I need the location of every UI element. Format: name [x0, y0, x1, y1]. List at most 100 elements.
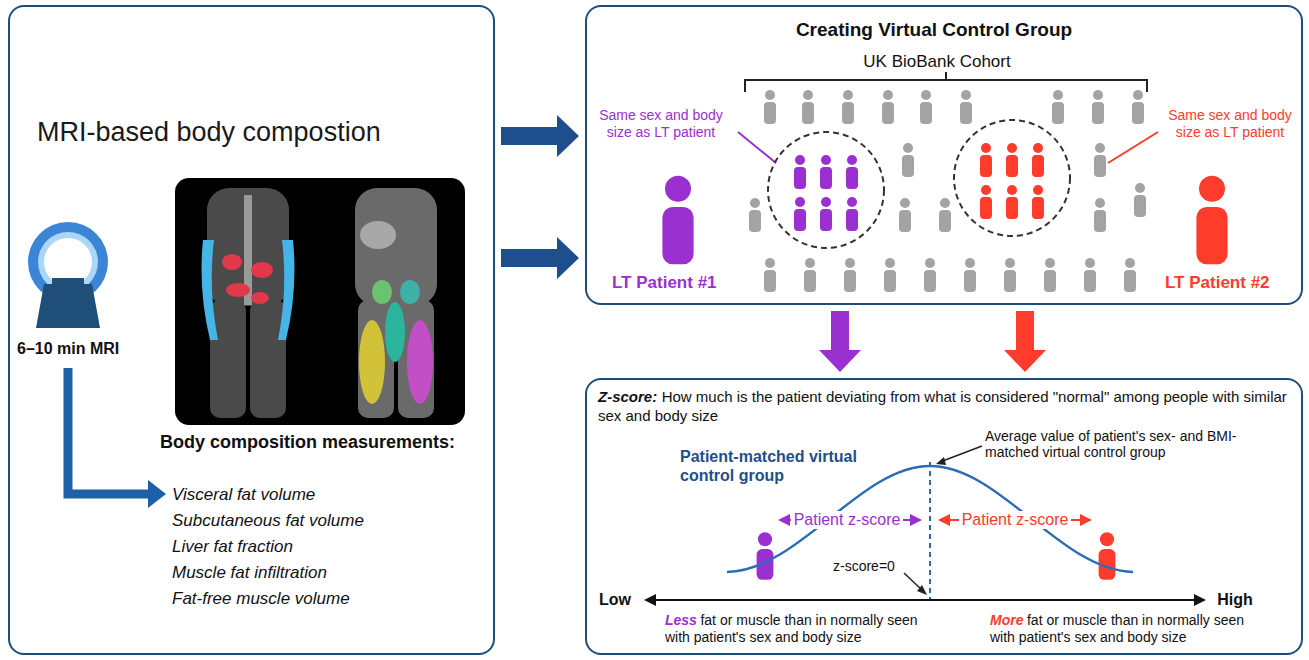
label-text: Fat-free muscle volume — [172, 589, 472, 609]
block-arrow — [819, 311, 861, 372]
person-icon — [1124, 258, 1136, 292]
person-head — [1133, 90, 1143, 100]
body-leg — [210, 300, 246, 418]
person-head — [1095, 198, 1105, 208]
person-icon — [794, 155, 806, 189]
person-icon — [1134, 183, 1146, 217]
visceral-fat — [251, 262, 273, 278]
person-icon — [1044, 258, 1056, 292]
person-icon — [882, 90, 894, 124]
person-icon — [1092, 90, 1104, 124]
person-head — [1100, 532, 1114, 546]
person-head — [843, 90, 853, 100]
text-span: fat or muscle than in normally seen with… — [990, 612, 1244, 645]
person-head — [795, 155, 805, 165]
person-icon — [846, 197, 858, 231]
person-body — [960, 102, 972, 124]
person-icon — [1099, 532, 1116, 580]
person-head — [758, 532, 772, 546]
person-body — [1196, 207, 1227, 264]
arrow-head — [148, 480, 166, 508]
label-text: Creating Virtual Control Group — [796, 19, 1072, 41]
person-head — [821, 155, 831, 165]
person-body — [1004, 270, 1016, 292]
scanner-table — [52, 278, 84, 286]
label-text: Liver fat fraction — [172, 537, 472, 557]
person-head — [965, 258, 975, 268]
text-span: More — [990, 612, 1023, 628]
label-text: Same sex and body size as LT patient — [1163, 107, 1297, 141]
person-body — [749, 210, 761, 232]
person-body — [1032, 197, 1044, 219]
person-head — [665, 176, 691, 202]
muscle-segment — [385, 302, 405, 362]
mri-image — [175, 178, 465, 425]
person-body — [764, 102, 776, 124]
person-icon — [844, 258, 856, 292]
muscle-segment — [407, 320, 433, 404]
person-icon — [842, 90, 854, 124]
text-span: Less — [665, 612, 697, 628]
liver — [360, 221, 396, 249]
person-body — [1052, 102, 1064, 124]
block-arrow — [1004, 311, 1046, 372]
person-icon — [1006, 185, 1018, 219]
text-block: Z-score:How much is the patient deviatin… — [598, 388, 1293, 426]
text-block: Lessfat or muscle than in normally seen … — [665, 612, 930, 646]
person-body — [802, 102, 814, 124]
person-body — [820, 167, 832, 189]
person-icon — [964, 258, 976, 292]
label-text: High — [1217, 591, 1253, 609]
panel: Z-score:How much is the patient deviatin… — [585, 378, 1303, 655]
person-icon — [920, 90, 932, 124]
arrow-head — [936, 457, 946, 465]
arrow-head — [1194, 594, 1206, 606]
person-body — [1006, 197, 1018, 219]
subcutaneous-fat — [278, 240, 294, 340]
group-circle — [768, 132, 884, 248]
text-block: Morefat or muscle than in normally seen … — [990, 612, 1265, 646]
person-head — [765, 258, 775, 268]
person-icon — [757, 532, 774, 580]
arrow-head — [938, 514, 950, 526]
person-head — [1045, 258, 1055, 268]
arrow-head — [917, 585, 927, 595]
scanner-bore — [44, 238, 92, 286]
label-text: MRI-based body compostion — [37, 117, 487, 148]
block-arrow — [501, 237, 579, 279]
leader-line — [904, 573, 922, 590]
person-body — [1084, 270, 1096, 292]
person-icon — [1094, 198, 1106, 232]
cohort-bracket — [745, 72, 1147, 92]
person-icon — [939, 198, 951, 232]
person-icon — [1006, 143, 1018, 177]
person-icon — [902, 143, 914, 177]
mean-line — [929, 462, 931, 600]
muscle-segment — [359, 320, 385, 404]
person-icon — [884, 258, 896, 292]
arrow-head — [778, 514, 790, 526]
label-text: Patient-matched virtual control group — [680, 447, 870, 485]
person-body — [920, 102, 932, 124]
person-head — [1135, 183, 1145, 193]
label-text: Same sex and body size as LT patient — [590, 107, 732, 141]
person-body — [1094, 155, 1106, 177]
person-body — [902, 155, 914, 177]
person-head — [845, 258, 855, 268]
person-body — [882, 102, 894, 124]
person-body — [939, 210, 951, 232]
person-head — [1095, 143, 1105, 153]
person-body — [899, 210, 911, 232]
person-body — [794, 209, 806, 231]
person-body — [846, 209, 858, 231]
person-body — [1044, 270, 1056, 292]
person-body — [844, 270, 856, 292]
person-body — [804, 270, 816, 292]
person-head — [821, 197, 831, 207]
person-icon — [1032, 143, 1044, 177]
body-torso — [355, 188, 437, 306]
person-head — [903, 143, 913, 153]
text-span: fat or muscle than in normally seen with… — [665, 612, 918, 645]
